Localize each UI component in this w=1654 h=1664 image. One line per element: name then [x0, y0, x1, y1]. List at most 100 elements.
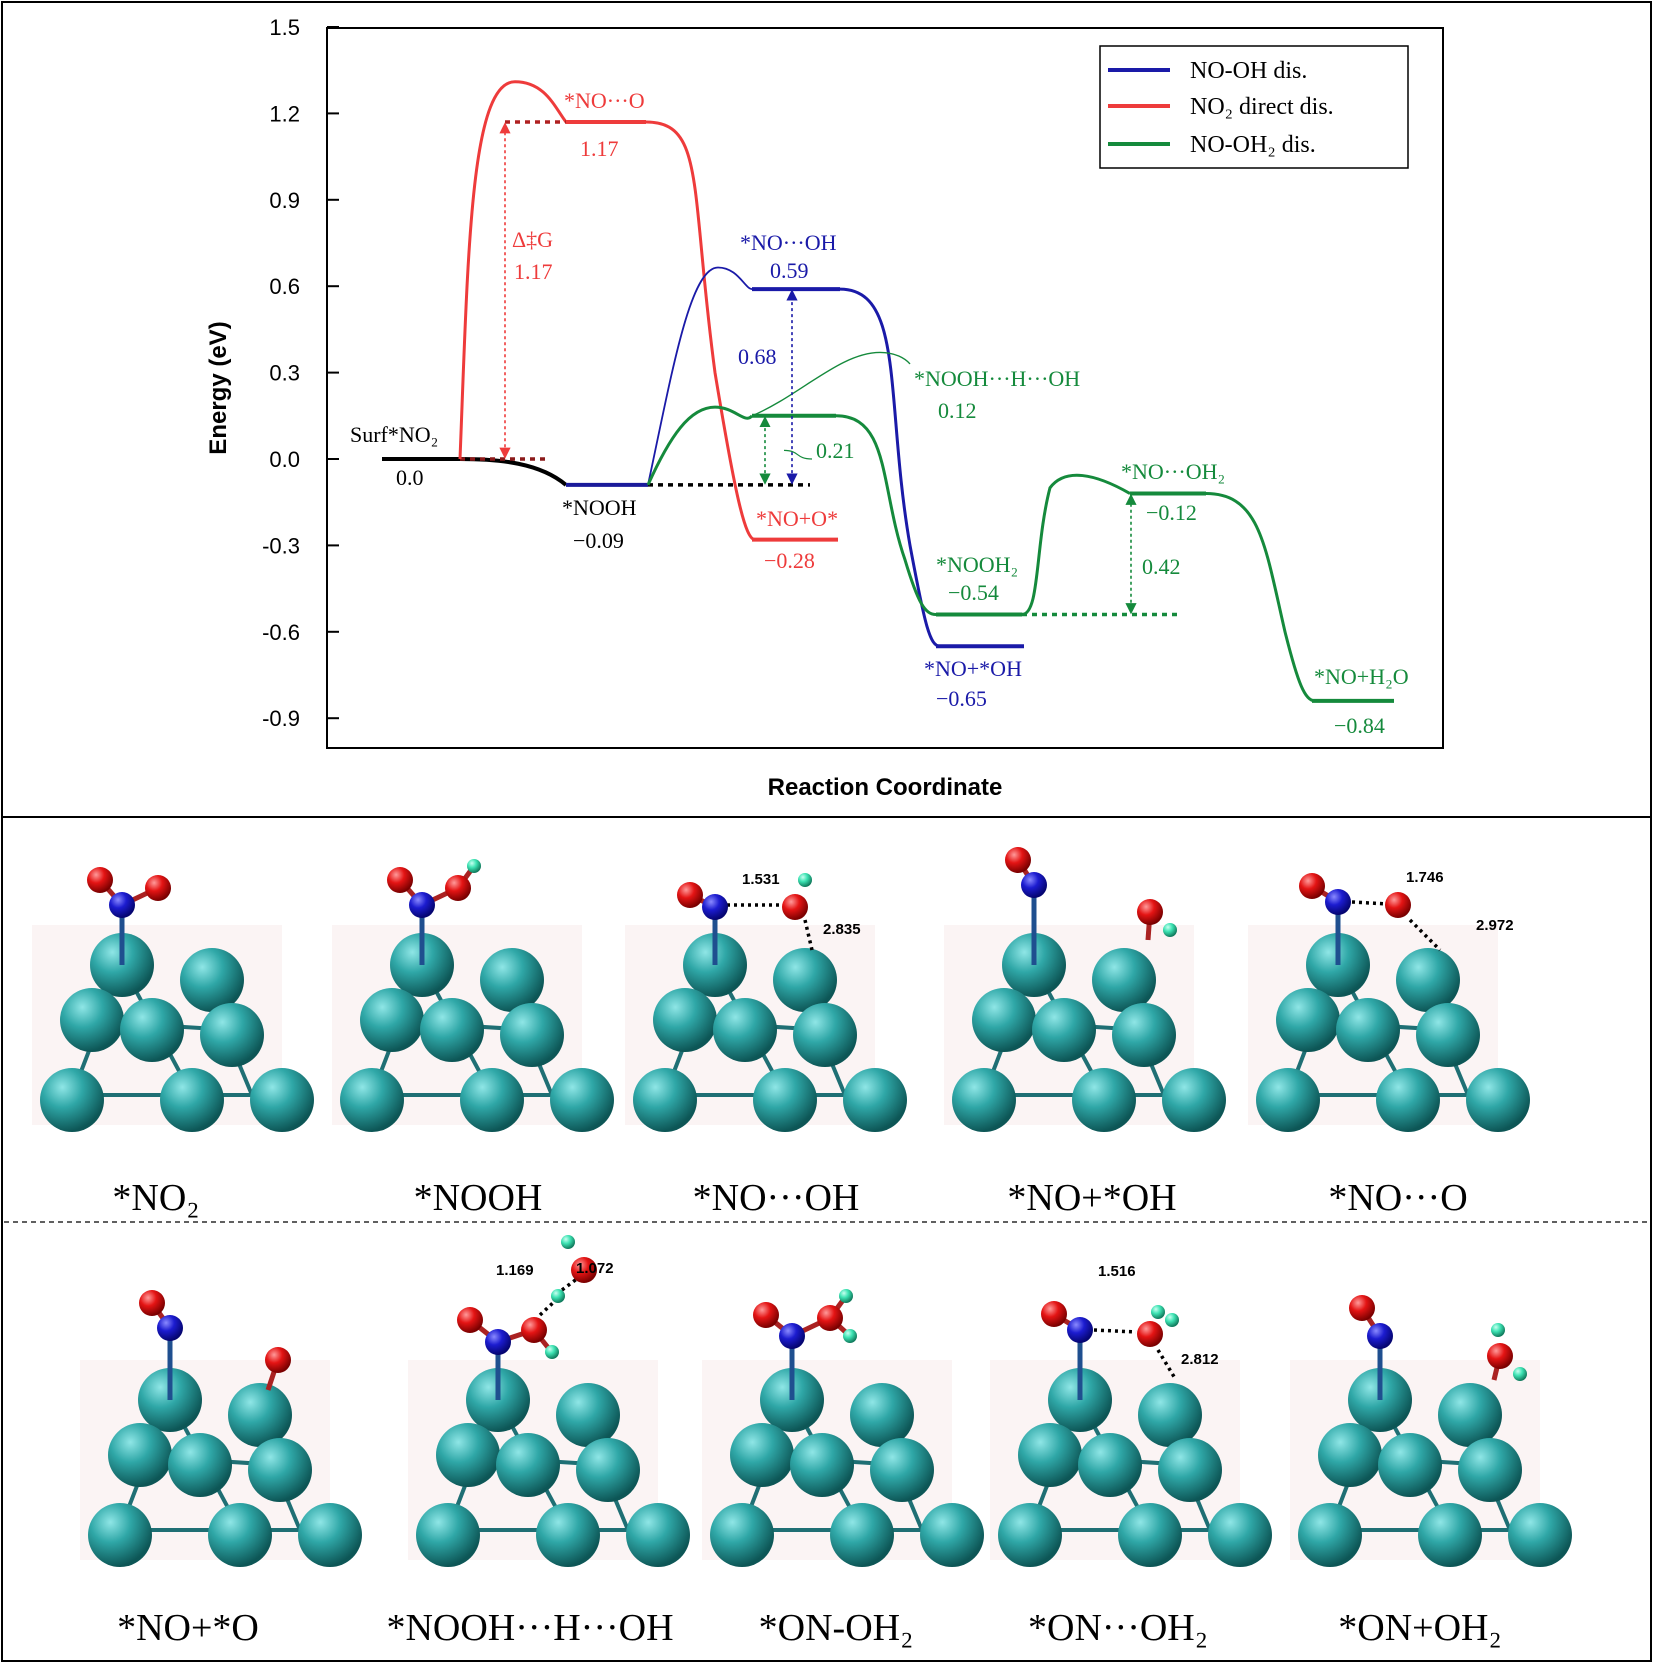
metal-atom	[1118, 1503, 1182, 1567]
curve-no-oh2-rise-1	[646, 405, 754, 486]
hbond-dotted	[538, 1298, 558, 1317]
hydrogen-atom	[1491, 1323, 1505, 1337]
metal-atom	[793, 1003, 857, 1067]
metal-atom	[536, 1503, 600, 1567]
curve-no-oh-fall	[839, 287, 941, 648]
oxygen-atom	[1299, 873, 1325, 899]
value-nooh2: −0.54	[948, 580, 999, 605]
metal-atom	[850, 1383, 914, 1447]
bond-distance-labels: 1.531 2.835 1.746 2.972 1.169 1.072 1.51…	[496, 869, 1514, 1368]
value-nooh: −0.09	[573, 528, 624, 553]
oxygen-atom	[817, 1305, 843, 1331]
value-no-o: 1.17	[580, 136, 619, 161]
metal-cluster	[80, 1360, 362, 1567]
metal-atom	[1092, 948, 1156, 1012]
distance-1746: 1.746	[1406, 869, 1444, 886]
metal-atom	[1078, 1433, 1142, 1497]
metal-atom	[1208, 1503, 1272, 1567]
metal-atom	[550, 1068, 614, 1132]
label-barrier-042: 0.42	[1142, 554, 1181, 579]
oxygen-atom	[1487, 1343, 1513, 1369]
hydrogen-atom	[798, 873, 812, 887]
legend-label-no-oh: NO-OH dis.	[1190, 58, 1307, 84]
curve-no-oh2-fall-2	[1205, 492, 1316, 703]
metal-atom	[870, 1438, 934, 1502]
metal-atom	[496, 1433, 560, 1497]
metal-atom	[168, 1433, 232, 1497]
nitrogen-atom	[1367, 1323, 1393, 1349]
oxygen-atom	[677, 882, 703, 908]
curve-no-oh-rise	[647, 266, 753, 486]
metal-atom	[1162, 1068, 1226, 1132]
metal-atom	[420, 998, 484, 1062]
hydrogen-atom	[1151, 1305, 1165, 1319]
caption-on-plus-oh2: *ON+OH₂	[1338, 1607, 1501, 1649]
caption-nooh-h-oh: *NOOH···H···OH	[386, 1607, 673, 1649]
metal-atom	[160, 1068, 224, 1132]
metal-atom	[200, 1003, 264, 1067]
metal-atom	[360, 988, 424, 1052]
metal-atom	[753, 1068, 817, 1132]
metal-atom	[248, 1438, 312, 1502]
curve-no-oh2-ts-shoulder	[751, 351, 911, 417]
curve-no-oh2-fall-1	[835, 414, 937, 617]
hbond-dotted	[803, 919, 814, 951]
value-no-oh: 0.59	[770, 258, 809, 283]
metal-atom	[1378, 1433, 1442, 1497]
nitrogen-atom	[157, 1315, 183, 1341]
label-no-h2o: *NO+H₂O	[1314, 664, 1409, 689]
curve-no-oh2-rise-2	[1021, 473, 1131, 617]
y-tick-label: 1.2	[269, 101, 300, 126]
hbond-dotted	[1093, 1328, 1137, 1334]
hydrogen-atom	[1165, 1313, 1179, 1327]
metal-atom	[920, 1503, 984, 1567]
metal-atom	[108, 1423, 172, 1487]
metal-atom	[713, 998, 777, 1062]
metal-atom	[1158, 1438, 1222, 1502]
nitrogen-atom	[1325, 889, 1351, 915]
hydrogen-atom	[467, 859, 481, 873]
y-tick-label: 1.5	[269, 15, 300, 40]
caption-nooh: *NOOH	[414, 1177, 543, 1219]
hbond-dotted	[1351, 900, 1389, 906]
label-barrier-021: 0.21	[816, 438, 855, 463]
oxygen-atom	[87, 867, 113, 893]
hydrogen-atom	[1163, 923, 1177, 937]
barrier-arrows	[499, 122, 1137, 615]
nitrogen-atom	[1067, 1317, 1093, 1343]
structures-panel-frame	[1, 816, 1652, 1662]
caption-no-o: *NO···O	[1328, 1177, 1467, 1219]
metal-atom	[653, 988, 717, 1052]
nitrogen-atom	[702, 894, 728, 920]
metal-atom	[298, 1503, 362, 1567]
legend: NO-OH dis. NO₂ direct dis. NO-OH₂ dis.	[1099, 45, 1409, 169]
hydrogen-atom	[551, 1289, 565, 1303]
hbond-dotted	[560, 1276, 580, 1292]
metal-atom	[790, 1433, 854, 1497]
caption-no-oh: *NO···OH	[693, 1177, 860, 1219]
metal-atom	[1396, 948, 1460, 1012]
value-no-plus-o: −0.28	[764, 548, 815, 573]
y-tick-label: 0.9	[269, 188, 300, 213]
oxygen-atom	[387, 867, 413, 893]
caption-on-oh2-dotted: *ON···OH₂	[1028, 1607, 1208, 1649]
y-tick-label: -0.9	[262, 706, 300, 731]
oxygen-atom	[782, 894, 808, 920]
label-nooh: *NOOH	[562, 495, 637, 520]
metal-cluster	[625, 925, 907, 1132]
metal-atom	[120, 998, 184, 1062]
value-no-oh2: −0.12	[1146, 500, 1197, 525]
distance-1072: 1.072	[576, 1260, 614, 1277]
oxygen-atom	[571, 1257, 597, 1283]
metal-atom	[1032, 998, 1096, 1062]
distance-1531: 1.531	[742, 871, 780, 888]
metal-atom	[500, 1003, 564, 1067]
metal-atom	[1138, 1383, 1202, 1447]
oxygen-atom	[521, 1317, 547, 1343]
curve-surf-to-nooh	[459, 457, 568, 487]
hydrogen-atom	[1513, 1367, 1527, 1381]
metal-atom	[773, 948, 837, 1012]
metal-atom	[556, 1383, 620, 1447]
metal-atom	[340, 1068, 404, 1132]
